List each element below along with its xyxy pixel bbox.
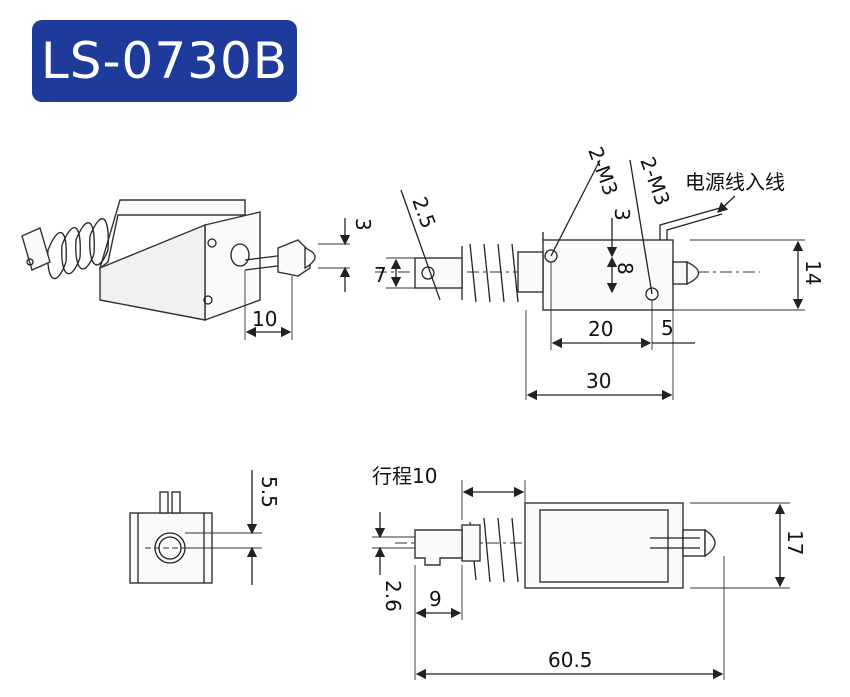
dim-3-top: 3	[610, 208, 634, 221]
dim-20: 20	[588, 317, 613, 341]
dim-60-5: 60.5	[548, 648, 593, 672]
label-thread-a: 2-M3	[583, 144, 623, 199]
dim-10-side: 10	[252, 307, 277, 331]
dim-17: 17	[783, 530, 807, 555]
label-thread-b: 2-M3	[635, 154, 675, 209]
dim-5: 5	[661, 316, 674, 340]
dim-2-5: 2.5	[407, 194, 440, 232]
end-view	[129, 491, 213, 584]
dim-2-6: 2.6	[381, 580, 405, 612]
dim-7: 7	[374, 263, 387, 287]
dim-30: 30	[586, 369, 611, 393]
isometric-view	[21, 199, 316, 321]
spring-iso	[47, 218, 109, 280]
side-view	[395, 502, 716, 589]
dim-5-5: 5.5	[257, 476, 281, 508]
label-power-wire: 电源线入线	[685, 170, 785, 194]
label-stroke: 行程10	[372, 464, 437, 488]
model-title: LS-0730B	[32, 20, 297, 102]
dim-14: 14	[801, 260, 825, 285]
dim-3-side: 3	[351, 218, 375, 231]
dim-8: 8	[613, 262, 637, 275]
dim-9: 9	[429, 587, 442, 611]
